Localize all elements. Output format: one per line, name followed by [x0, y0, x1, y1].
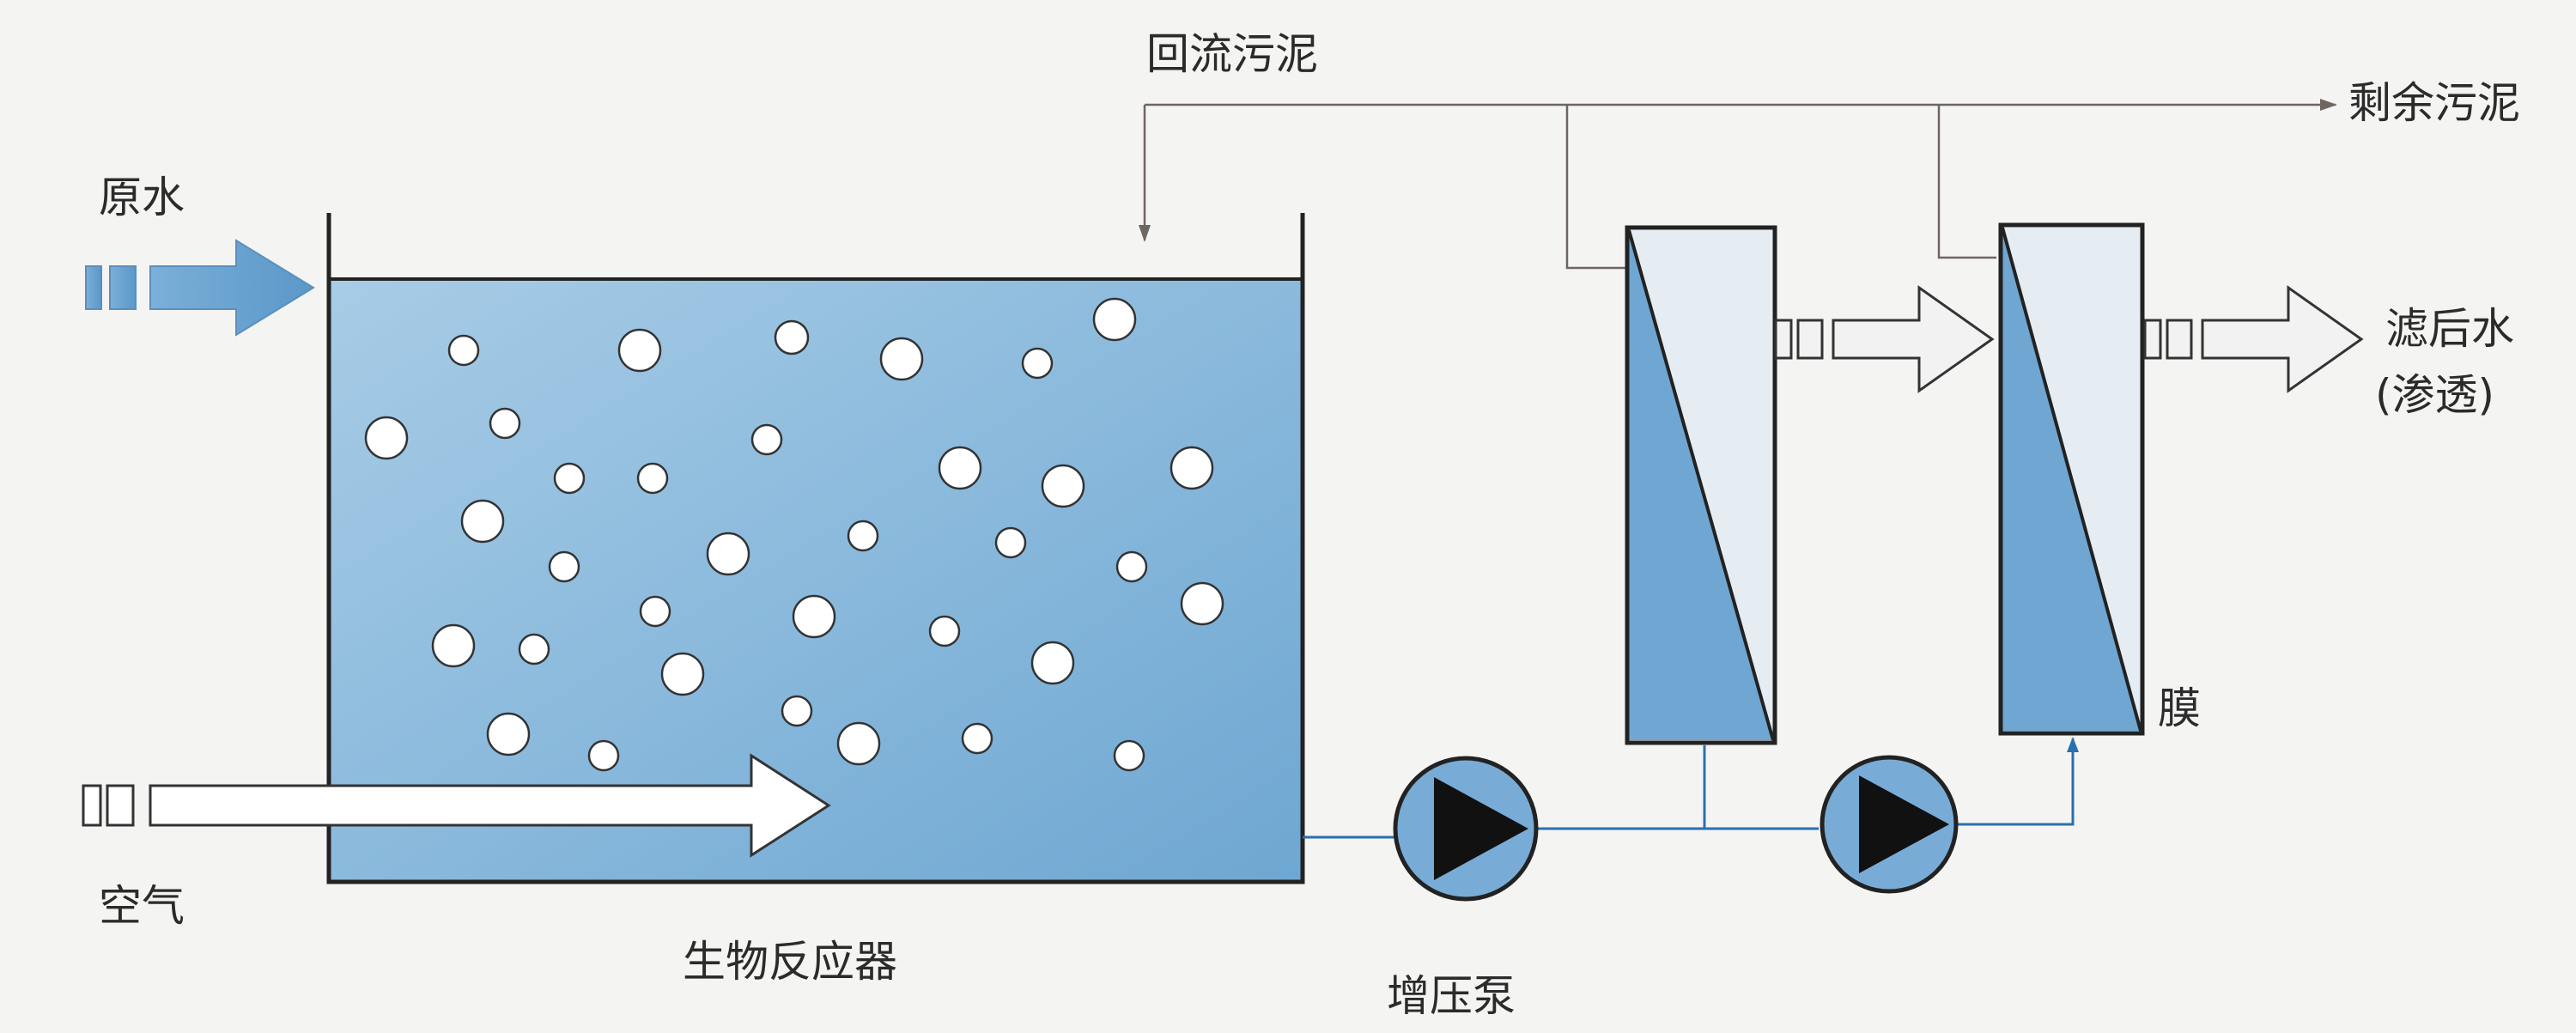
raw-water-inlet-arrow-icon — [85, 239, 315, 337]
air-bubble-icon — [617, 328, 662, 373]
air-bubble-icon — [792, 594, 836, 639]
air-bubble-icon — [548, 550, 580, 583]
air-bubble-icon — [938, 446, 982, 490]
air-bubble-icon — [750, 423, 783, 456]
pump-feed-line — [1303, 737, 2079, 839]
air-inlet-arrow-icon — [82, 753, 831, 858]
air-bubble-icon — [1021, 347, 1054, 380]
permeate-arrow-1-icon — [1774, 285, 1995, 393]
air-bubble-icon — [1180, 581, 1224, 626]
air-bubble-icon — [1113, 739, 1145, 772]
raw-water-label: 原水 — [99, 173, 185, 222]
air-bubble-icon — [460, 499, 505, 544]
air-bubble-icon — [928, 615, 961, 647]
air-bubble-icon — [486, 712, 531, 757]
air-bubble-icon — [636, 462, 669, 495]
bioreactor-tank — [326, 213, 1305, 884]
excess-sludge-label: 剩余污泥 — [2348, 78, 2520, 128]
bioreactor-label: 生物反应器 — [683, 937, 897, 987]
return-sludge-line — [1139, 99, 2337, 270]
membrane-label: 膜 — [2158, 684, 2201, 733]
air-bubble-icon — [994, 526, 1027, 559]
air-bubble-icon — [587, 739, 620, 772]
air-bubble-icon — [836, 721, 881, 766]
air-bubble-icon — [1092, 297, 1137, 342]
air-bubble-icon — [847, 520, 879, 552]
air-bubble-icon — [553, 462, 586, 495]
permeate-arrow-2-icon — [2143, 285, 2364, 393]
filtrate-label-line2: (渗透) — [2375, 370, 2495, 420]
air-bubble-icon — [1030, 641, 1075, 685]
membrane-module-1 — [1625, 225, 1777, 745]
air-bubble-icon — [431, 623, 476, 668]
air-bubble-icon — [781, 695, 813, 727]
return-sludge-label: 回流污泥 — [1146, 29, 1318, 79]
air-bubble-icon — [879, 337, 924, 381]
filtrate-label-line1: 滤后水 — [2385, 304, 2514, 354]
air-bubble-icon — [447, 334, 480, 367]
air-bubble-icon — [518, 633, 550, 665]
air-bubble-icon — [1115, 550, 1148, 583]
booster-pump-label: 增压泵 — [1387, 971, 1516, 1021]
air-bubbles — [364, 297, 1224, 772]
air-bubble-icon — [774, 319, 810, 355]
air-bubble-icon — [639, 595, 671, 628]
air-bubble-icon — [364, 416, 409, 460]
booster-pump-1-icon — [1393, 756, 1539, 902]
air-bubble-icon — [706, 532, 750, 576]
air-bubble-icon — [961, 722, 993, 755]
air-bubble-icon — [1041, 464, 1085, 508]
booster-pump-2-icon — [1820, 755, 1959, 894]
membrane-module-2 — [1998, 222, 2145, 736]
air-bubble-icon — [1170, 446, 1214, 490]
air-bubble-icon — [660, 652, 705, 696]
air-label: 空气 — [99, 881, 185, 931]
air-bubble-icon — [489, 407, 521, 440]
